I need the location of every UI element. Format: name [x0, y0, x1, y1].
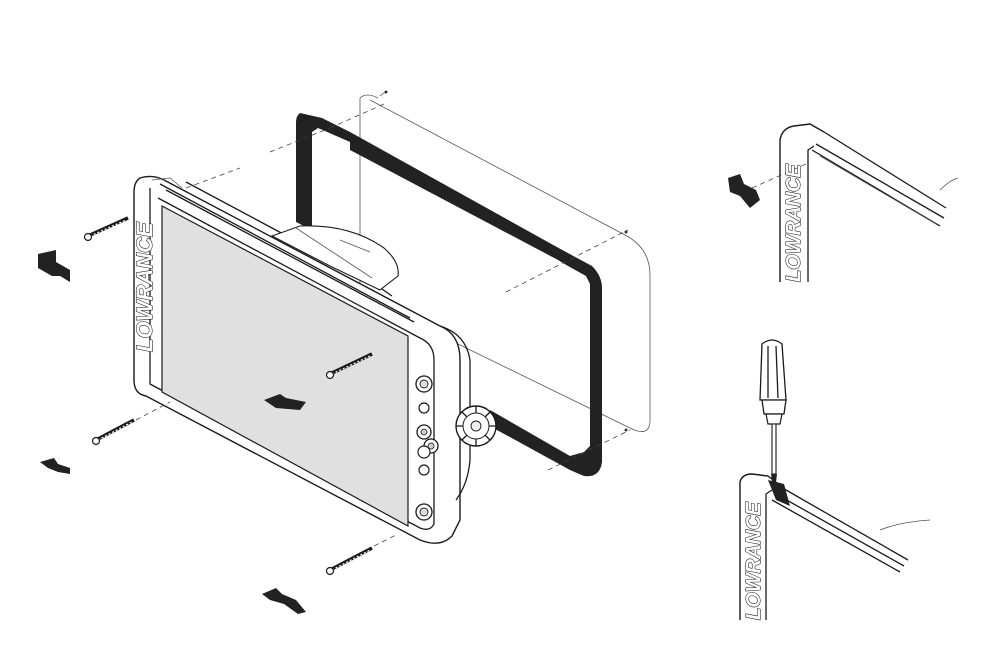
corner-clip [264, 394, 306, 410]
inset-brand-text: LOWRANCE [783, 164, 805, 282]
rotary-knob [455, 405, 497, 447]
nav-button-cluster [416, 424, 439, 459]
clip-removal-detail: LOWRANCE [739, 473, 931, 621]
bottom-button [418, 464, 430, 476]
corner-clip [262, 588, 306, 614]
corner-clip [38, 250, 70, 282]
inset-brand-text-2: LOWRANCE [743, 502, 765, 620]
clip-install-detail: LOWRANCE [728, 123, 959, 283]
screw [325, 533, 399, 576]
alignment-lines [185, 103, 631, 471]
screw [325, 352, 373, 380]
brand-logo-text: LOWRANCE [132, 221, 157, 352]
side-buttons [415, 375, 439, 521]
screw [91, 401, 171, 446]
screw [83, 216, 129, 242]
corner-clip [40, 458, 70, 474]
home-button [415, 503, 433, 521]
mounting-gasket [296, 113, 602, 477]
screwdriver-icon [759, 339, 787, 482]
small-button [418, 402, 430, 414]
power-button [415, 375, 433, 393]
display-unit: LOWRANCE [131, 175, 471, 544]
